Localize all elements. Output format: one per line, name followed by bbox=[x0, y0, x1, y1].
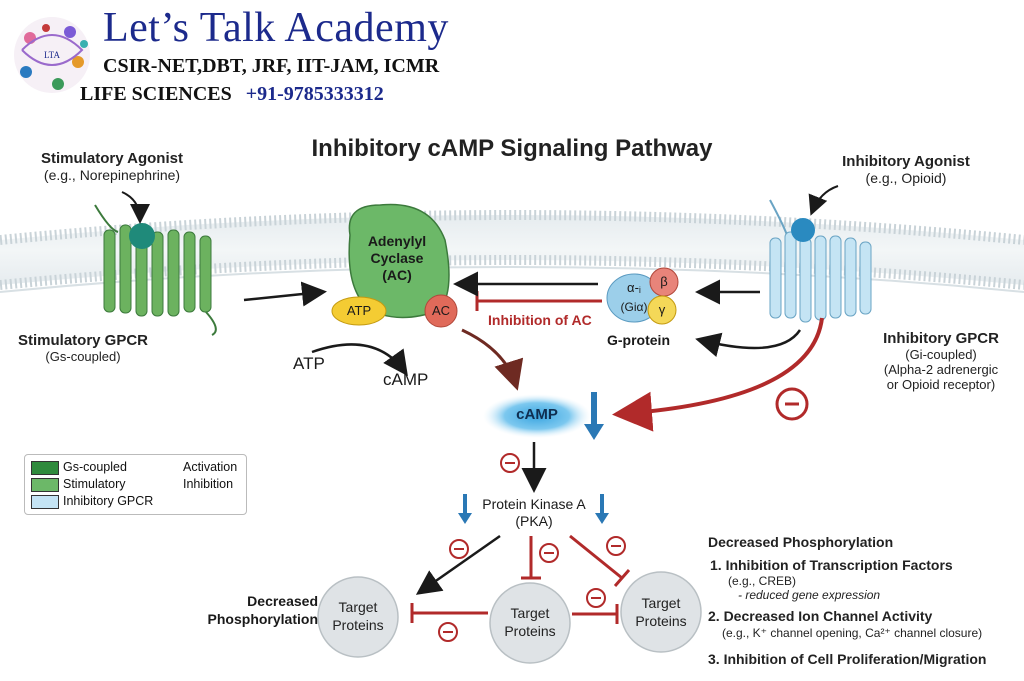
brand-subject: LIFE SCIENCES bbox=[80, 83, 232, 105]
inhibitory-agonist-label: Inhibitory Agonist bbox=[842, 153, 970, 170]
camp-glow bbox=[483, 394, 591, 438]
right-panel-item2: 2. Decreased Ion Channel Activity bbox=[708, 608, 933, 624]
target-protein-left-label: Target Proteins bbox=[318, 598, 398, 634]
decreased-phosphorylation-left: Decreased Phosphorylation bbox=[200, 592, 318, 628]
minus-icon-group bbox=[438, 536, 626, 642]
inhibitory-gpcr-note3: or Opioid receptor) bbox=[886, 377, 996, 392]
stimulatory-agonist-label: Stimulatory Agonist bbox=[41, 150, 183, 167]
inhibitory-gpcr-shape bbox=[769, 199, 872, 323]
ac-badge: AC bbox=[431, 303, 451, 318]
right-panel-item2-example: (e.g., K⁺ channel opening, Ca²⁺ channel … bbox=[722, 626, 983, 640]
ac-label-line3: (AC) bbox=[382, 267, 412, 283]
brand-exams: CSIR-NET,DBT, JRF, IIT-JAM, ICMR bbox=[103, 55, 440, 77]
legend-inhib-gpcr-label: Inhibitory GPCR bbox=[63, 494, 154, 508]
logo-icon bbox=[14, 17, 90, 93]
camp-decrease-arrow-icon bbox=[584, 424, 604, 440]
target-protein-right bbox=[620, 571, 702, 653]
adenylyl-cyclase-label: Adenylyl Cyclase (AC) bbox=[352, 233, 442, 284]
target-right-line2: Proteins bbox=[635, 613, 687, 629]
g-alpha-label: α-ᵢ bbox=[627, 280, 641, 295]
legend-swatch-inhib bbox=[31, 495, 59, 509]
inhibition-of-ac-label: Inhibition of AC bbox=[488, 312, 592, 328]
legend-stim-label: Stimulatory bbox=[63, 477, 126, 491]
camp-label: cAMP bbox=[516, 406, 558, 423]
brand-phone: +91-9785333312 bbox=[245, 83, 384, 105]
ac-label-line1: Adenylyl bbox=[367, 233, 427, 249]
camp-product-label: cAMP bbox=[383, 370, 429, 389]
target-protein-middle-label: Target Proteins bbox=[490, 604, 570, 640]
g-gamma-label: γ bbox=[658, 302, 666, 317]
adenylyl-cyclase-shape bbox=[331, 203, 458, 328]
decreased-phos-line1: Decreased bbox=[247, 593, 318, 609]
target-protein-left bbox=[317, 576, 399, 658]
stimulatory-agonist-block: Stimulatory Agonist (e.g., Norepinephrin… bbox=[12, 150, 212, 183]
legend-activation-label: Activation bbox=[183, 460, 238, 474]
g-beta-label: β bbox=[660, 274, 668, 289]
stimulatory-agonist-example: (e.g., Norepinephrine) bbox=[43, 167, 181, 183]
g-protein-label: G-protein bbox=[607, 332, 670, 348]
ac-to-camp-arrow bbox=[461, 328, 524, 391]
target-protein-right-label: Target Proteins bbox=[621, 594, 701, 630]
pka-label-line2: (PKA) bbox=[515, 513, 553, 529]
pka-label: Protein Kinase A (PKA) bbox=[470, 496, 598, 530]
legend-inhibition-label: Inhibition bbox=[183, 477, 234, 491]
pka-to-target-right-inhibition bbox=[569, 534, 623, 580]
pka-to-target-left-arrow bbox=[415, 534, 501, 595]
inhibitory-gpcr-note1: (Gi-coupled) bbox=[905, 347, 977, 362]
inhibitory-agonist-example: (e.g., Opioid) bbox=[865, 170, 947, 186]
activation-arrow-gs-to-ac bbox=[243, 281, 327, 307]
stimulatory-gpcr-block: Stimulatory GPCR (Gs-coupled) bbox=[8, 332, 158, 364]
right-panel-item1-example: (e.g., CREB) bbox=[728, 574, 797, 588]
target-middle-line2: Proteins bbox=[504, 623, 556, 639]
g-protein-shape bbox=[606, 267, 679, 325]
inhibitory-agonist-arrow bbox=[808, 185, 839, 216]
legend: Gs-coupled Stimulatory Inhibitory GPCR A… bbox=[24, 454, 247, 515]
g-alpha-sub-label: (Giα) bbox=[620, 300, 648, 314]
stimulatory-gpcr-label: Stimulatory GPCR bbox=[17, 332, 149, 349]
atp-substrate-label: ATP bbox=[293, 354, 325, 373]
pka-label-line1: Protein Kinase A bbox=[482, 496, 586, 512]
legend-swatch-gs bbox=[31, 461, 59, 475]
decreased-phos-line2: Phosphorylation bbox=[207, 611, 318, 627]
right-panel-heading: Decreased Phosphorylation bbox=[708, 534, 894, 550]
stimulatory-gpcr-shape bbox=[94, 204, 217, 336]
logo-text: LTA bbox=[44, 50, 60, 60]
gi-inhibits-camp-arrow bbox=[612, 317, 824, 432]
atp-conversion-arrow bbox=[311, 343, 408, 377]
brand-name: Let’s Talk Academy bbox=[103, 5, 449, 51]
right-panel-item1: 1. Inhibition of Transcription Factors bbox=[710, 557, 953, 573]
inhibitory-gpcr-label: Inhibitory GPCR bbox=[883, 330, 999, 347]
target-left-line2: Proteins bbox=[332, 617, 384, 633]
target-left-line1: Target bbox=[338, 599, 378, 615]
legend-swatch-stim bbox=[31, 478, 59, 492]
target-middle-line1: Target bbox=[510, 605, 550, 621]
brand-subject-line: LIFE SCIENCES +91-9785333312 bbox=[80, 83, 384, 106]
target-right-line1: Target bbox=[641, 595, 681, 611]
inhibitory-agonist-block: Inhibitory Agonist (e.g., Opioid) bbox=[806, 153, 1006, 186]
agonist-binding-arrow bbox=[121, 191, 150, 224]
page-title: Inhibitory cAMP Signaling Pathway bbox=[311, 135, 713, 162]
inhibitory-gpcr-note2: (Alpha-2 adrenergic bbox=[883, 362, 999, 377]
inhibitory-gpcr-block: Inhibitory GPCR (Gi-coupled) (Alpha-2 ad… bbox=[866, 330, 1016, 392]
stimulatory-gpcr-note: (Gs-coupled) bbox=[45, 349, 121, 364]
legend-gs-label: Gs-coupled bbox=[63, 460, 127, 474]
right-panel-item1-note: - reduced gene expression bbox=[738, 588, 881, 602]
atp-badge: ATP bbox=[346, 303, 372, 318]
target-protein-middle bbox=[489, 582, 571, 664]
right-panel-item3: 3. Inhibition of Cell Proliferation/Migr… bbox=[708, 651, 987, 667]
gi-activation-arrow-lower bbox=[695, 329, 802, 357]
ac-label-line2: Cyclase bbox=[370, 250, 424, 266]
